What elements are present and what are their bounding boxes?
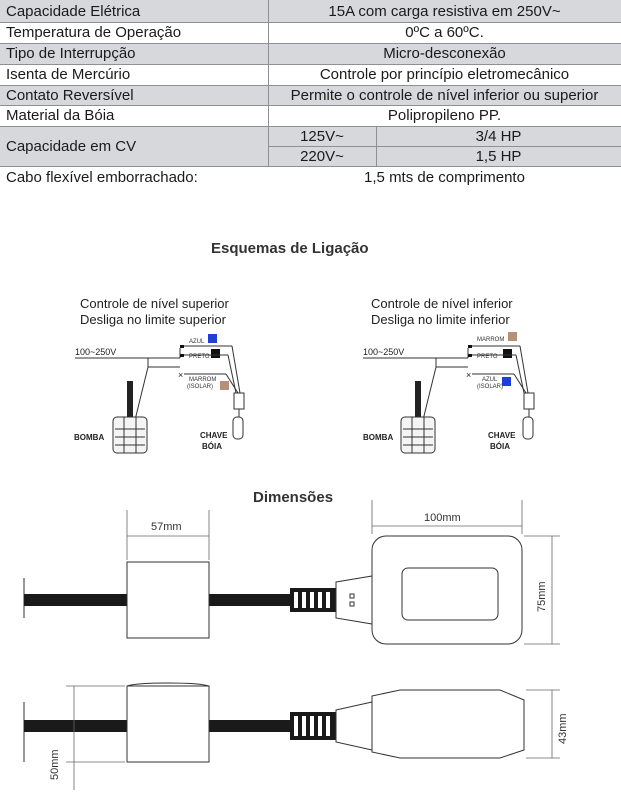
- spec-label: Isenta de Mercúrio: [6, 66, 131, 83]
- right-wire3-label: AZUL: [482, 377, 498, 383]
- left-wire3-note: (ISOLAR): [187, 384, 213, 390]
- spec-label: Temperatura de Operação: [6, 24, 182, 41]
- left-voltage-label: 100~250V: [75, 347, 116, 357]
- cv-hp: 1,5 HP: [475, 148, 522, 165]
- wiring-heading: Esquemas de Ligação: [211, 240, 369, 257]
- left-wire3-label: MARROM: [189, 377, 216, 383]
- left-wire1-swatch: [208, 334, 217, 343]
- row-shade: [0, 43, 268, 64]
- left-title-line1: Controle de nível superior: [80, 296, 229, 311]
- spec-label: Capacidade em CV: [6, 137, 137, 155]
- spec-value: Permite o controle de nível inferior ou …: [290, 86, 599, 104]
- spec-row: Tipo de Interrupção Micro-desconexão: [0, 43, 621, 64]
- right-wire1-swatch: [508, 332, 517, 341]
- dim-75mm: 75mm: [536, 581, 548, 612]
- right-wire1-label: MARROM: [477, 337, 504, 343]
- right-wire3-swatch: [502, 377, 511, 386]
- left-pump-label: BOMBA: [74, 433, 104, 442]
- spec-value: Polipropileno PP.: [387, 107, 502, 124]
- left-switch-label1: CHAVE: [200, 431, 228, 440]
- spec-row: Temperatura de Operação 0ºC a 60ºC.: [0, 22, 621, 43]
- row-shade: [0, 0, 268, 22]
- left-wire2-swatch: [211, 349, 220, 358]
- top-view-drawing: 57mm 100mm 75mm: [23, 500, 560, 645]
- dim-100mm: 100mm: [424, 512, 461, 524]
- right-diagram-title: Controle de nível inferior Desliga no li…: [371, 296, 513, 328]
- dim-57mm: 57mm: [151, 521, 182, 533]
- right-pump-label: BOMBA: [363, 433, 393, 442]
- wiring-diagrams: 100~250V AZUL PRETO × MARROM (ISOLAR) BO…: [74, 332, 535, 454]
- spec-row: Material da Bóia Polipropileno PP.: [0, 105, 621, 126]
- right-title-line1: Controle de nível inferior: [371, 296, 513, 311]
- cv-voltage: 220V~: [300, 148, 344, 165]
- left-wire1-label: AZUL: [189, 339, 205, 345]
- right-wire3-note: (ISOLAR): [477, 384, 503, 390]
- right-isolate-mark: ×: [466, 370, 471, 380]
- cv-hp: 3/4 HP: [475, 128, 522, 145]
- dimension-drawings: 57mm 100mm 75mm 50: [23, 500, 569, 790]
- left-wiring-diagram: 100~250V AZUL PRETO × MARROM (ISOLAR) BO…: [74, 334, 245, 454]
- spec-value: 15A com carga resistiva em 250V~: [328, 2, 561, 20]
- right-switch-label1: CHAVE: [488, 431, 516, 440]
- row-shade: [268, 43, 621, 64]
- spec-value: 1,5 mts de comprimento: [364, 168, 525, 186]
- dimensions-heading: Dimensões: [253, 489, 334, 506]
- spec-label: Cabo flexível emborrachado:: [6, 168, 198, 186]
- right-switch-label2: BÓIA: [490, 442, 510, 451]
- spec-row: Isenta de Mercúrio Controle por princípi…: [0, 64, 621, 85]
- spec-row: Contato Reversível Permite o controle de…: [0, 85, 621, 105]
- right-wiring-diagram: 100~250V MARROM PRETO × AZUL (ISOLAR) BO…: [363, 332, 535, 454]
- spec-label: Tipo de Interrupção: [6, 45, 136, 62]
- spec-label: Capacidade Elétrica: [6, 2, 141, 20]
- side-view-drawing: 50mm 43mm: [23, 682, 569, 790]
- left-isolate-mark: ×: [178, 370, 183, 380]
- spec-label: Contato Reversível: [6, 86, 134, 104]
- left-wire2-label: PRETO: [189, 354, 210, 360]
- right-wire2-label: PRETO: [477, 354, 498, 360]
- spec-value: Micro-desconexão: [383, 45, 506, 62]
- dim-50mm: 50mm: [49, 749, 61, 780]
- dim-43mm: 43mm: [557, 713, 569, 744]
- row-shade: [0, 126, 268, 166]
- left-title-line2: Desliga no limite superior: [80, 312, 226, 327]
- row-shade: [268, 85, 621, 105]
- spec-row-cv: Capacidade em CV: [0, 126, 621, 166]
- row-shade: [0, 85, 268, 105]
- row-shade: [268, 0, 621, 22]
- left-diagram-title: Controle de nível superior Desliga no li…: [80, 296, 229, 328]
- spec-row: Cabo flexível emborrachado: 1,5 mts de c…: [0, 166, 621, 188]
- left-wire3-swatch: [220, 381, 229, 390]
- right-title-line2: Desliga no limite inferior: [371, 312, 510, 327]
- spec-label: Material da Bóia: [6, 107, 115, 124]
- spec-row: Capacidade Elétrica 15A com carga resist…: [0, 0, 621, 22]
- spec-value: Controle por princípio eletromecânico: [319, 66, 570, 83]
- left-switch-label2: BÓIA: [202, 442, 222, 451]
- spec-value: 0ºC a 60ºC.: [405, 24, 484, 41]
- right-wire2-swatch: [503, 349, 512, 358]
- cv-voltage: 125V~: [300, 128, 344, 145]
- right-voltage-label: 100~250V: [363, 347, 404, 357]
